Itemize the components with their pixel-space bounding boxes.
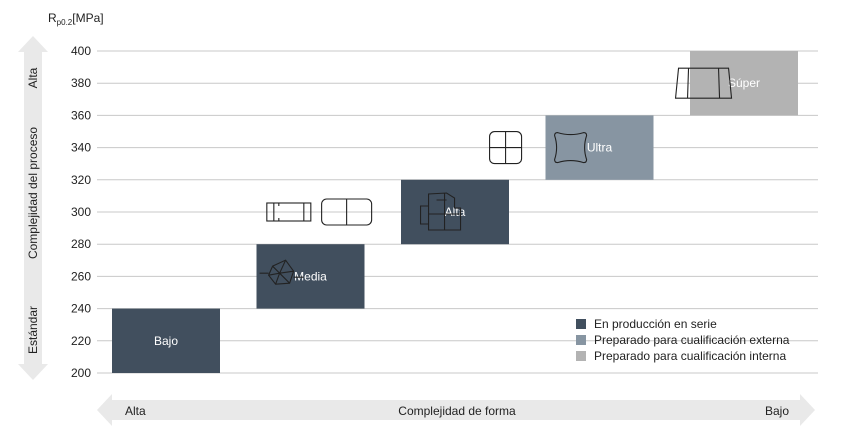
y-axis-title-main: R (48, 11, 57, 25)
shape-complexity-arrow-shape (97, 394, 815, 426)
bar-label-super: Súper (728, 76, 760, 90)
legend-label-0: En producción en serie (594, 317, 717, 331)
y-tick-label-380: 380 (71, 76, 91, 90)
shape-icons (259, 67, 733, 285)
process-complexity-arrow-shape (18, 36, 48, 380)
star-profile-icon (259, 259, 304, 285)
shape-complexity-right-label: Bajo (765, 404, 789, 418)
bar-media (256, 244, 365, 309)
y-axis-title: Rp0.2[MPa] (48, 11, 104, 27)
bar-alta (401, 179, 509, 245)
bar-label-bajo: Bajo (154, 334, 178, 348)
legend-swatch-1 (576, 335, 586, 345)
process-complexity-top-label: Alta (26, 67, 40, 88)
y-tick-label-240: 240 (71, 302, 91, 316)
y-tick-label-300: 300 (71, 205, 91, 219)
legend-label-2: Preparado para cualificación interna (594, 349, 786, 363)
y-tick-label-400: 400 (71, 44, 91, 58)
legend-swatch-2 (576, 351, 586, 361)
y-axis-title-unit: [MPa] (72, 11, 103, 25)
rounded-square-profile-icon (554, 132, 588, 164)
y-tick-label-220: 220 (71, 334, 91, 348)
legend-label-1: Preparado para cualificación externa (594, 333, 790, 347)
y-tick-labels: 200 220 240 260 280 300 320 340 360 380 400 (71, 44, 91, 380)
y-tick-label-360: 360 (71, 108, 91, 122)
bar-ultra (545, 115, 654, 180)
trapezoid-profile-icon (674, 67, 733, 99)
y-tick-label-280: 280 (71, 237, 91, 251)
slotted-rect-profile-icon (266, 202, 312, 222)
bar-label-media: Media (294, 269, 327, 283)
bars: Bajo Media Alta Ultra Súper (112, 51, 798, 373)
complex-chamber-profile-icon (419, 192, 462, 231)
bar-bajo (112, 308, 220, 373)
process-complexity-arrow: Alta Complejidad del proceso Estándar (18, 36, 48, 380)
bar-super (690, 51, 798, 116)
bar-label-ultra: Ultra (587, 141, 613, 155)
shape-complexity-left-label: Alta (125, 404, 146, 418)
shape-complexity-arrow: Alta Complejidad de forma Bajo (97, 394, 815, 426)
cross-square-profile-icon (489, 131, 523, 165)
y-tick-label-320: 320 (71, 173, 91, 187)
y-tick-label-340: 340 (71, 141, 91, 155)
y-axis-title-sub: p0.2 (57, 18, 73, 27)
y-tick-label-260: 260 (71, 269, 91, 283)
process-complexity-bottom-label: Estándar (26, 306, 40, 354)
rounded-split-rect-profile-icon (321, 198, 373, 226)
process-complexity-label: Complejidad del proceso (26, 127, 40, 259)
y-tick-label-200: 200 (71, 366, 91, 380)
shape-complexity-label: Complejidad de forma (398, 404, 516, 418)
bar-label-alta: Alta (445, 205, 466, 219)
legend-swatch-0 (576, 319, 586, 329)
